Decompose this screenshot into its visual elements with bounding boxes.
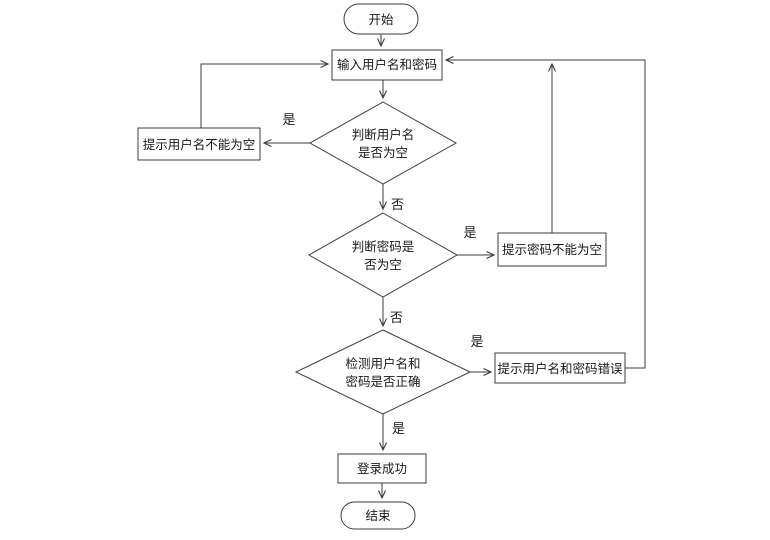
edge-prompt-username-loop-to-input — [200, 60, 330, 128]
label-no-username-empty: 否 — [391, 198, 404, 213]
check-correct-decision-shape — [294, 329, 472, 415]
prompt-wrong-shape — [494, 352, 626, 384]
node-end: 结束 — [340, 501, 416, 530]
start-label: 开始 — [368, 12, 394, 27]
prompt-wrong-label: 提示用户名和密码错误 — [497, 361, 623, 376]
node-check-password: 判断密码是 否为空 — [307, 212, 459, 298]
check-password-label-line2: 否为空 — [364, 257, 402, 272]
login-success-label: 登录成功 — [357, 461, 407, 476]
node-prompt-password-empty: 提示密码不能为空 — [497, 232, 607, 267]
check-correct-label-line1: 检测用户名和 — [345, 356, 420, 371]
label-yes-password-empty: 是 — [463, 226, 476, 241]
check-password-decision-shape — [307, 212, 459, 298]
node-start: 开始 — [343, 3, 419, 35]
node-input: 输入用户名和密码 — [331, 49, 443, 81]
prompt-password-empty-label: 提示密码不能为空 — [502, 242, 602, 257]
label-yes-username-empty: 是 — [282, 113, 295, 128]
edge-prompt-wrong-loop-to-input — [444, 56, 646, 369]
prompt-username-empty-shape — [137, 127, 261, 161]
node-prompt-wrong: 提示用户名和密码错误 — [494, 352, 626, 384]
check-username-label-line1: 判断用户名 — [352, 127, 415, 142]
prompt-password-empty-shape — [497, 232, 607, 267]
edge-labels: 是 否 是 否 是 是 — [282, 113, 483, 437]
label-yes-credentials-wrong: 是 — [470, 335, 483, 350]
login-success-shape — [337, 453, 427, 484]
start-terminator-shape — [343, 3, 419, 35]
check-username-label-line2: 是否为空 — [358, 145, 408, 160]
input-label: 输入用户名和密码 — [337, 57, 437, 72]
label-no-password-empty: 否 — [390, 311, 403, 326]
check-correct-label-line2: 密码是否正确 — [345, 374, 420, 389]
label-yes-login-success: 是 — [392, 422, 405, 437]
node-check-username: 判断用户名 是否为空 — [308, 101, 458, 185]
input-process-shape — [331, 49, 443, 81]
prompt-username-empty-label: 提示用户名不能为空 — [143, 137, 256, 152]
node-login-success: 登录成功 — [337, 453, 427, 484]
end-terminator-shape — [340, 501, 416, 530]
node-check-correct: 检测用户名和 密码是否正确 — [294, 329, 472, 415]
end-label: 结束 — [365, 508, 391, 523]
node-prompt-username-empty: 提示用户名不能为空 — [137, 127, 261, 161]
check-password-label-line1: 判断密码是 — [352, 239, 415, 254]
check-username-decision-shape — [308, 101, 458, 185]
connectors — [200, 34, 646, 500]
